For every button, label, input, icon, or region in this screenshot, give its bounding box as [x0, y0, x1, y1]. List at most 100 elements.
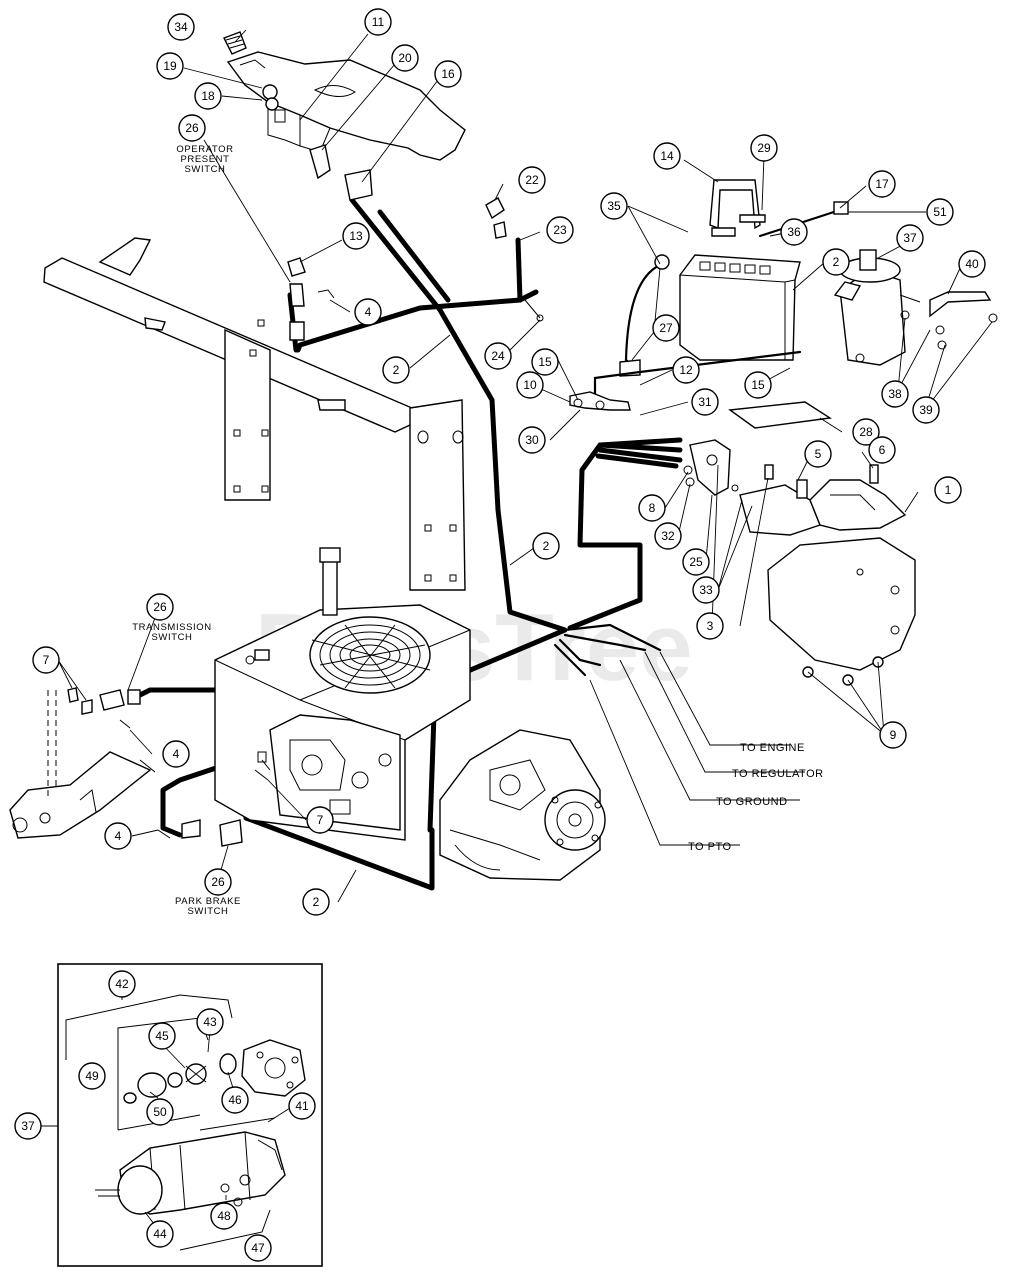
callout-2d: 2: [302, 888, 330, 916]
svg-text:50: 50: [153, 1105, 167, 1119]
callout-13: 13: [342, 222, 370, 250]
callout-27: 27: [652, 314, 680, 342]
callout-20: 20: [391, 44, 419, 72]
callout-4a: 4: [354, 298, 382, 326]
callout-29: 29: [750, 134, 778, 162]
svg-text:35: 35: [607, 199, 621, 213]
callout-44: 44: [146, 1220, 174, 1248]
callout-28: 28: [852, 418, 880, 446]
operator-present-switch-label-3: SWITCH: [184, 164, 225, 175]
park-brake-switch-label-1: PARK BRAKE: [175, 896, 241, 907]
callout-34: 34: [167, 13, 195, 41]
callout-35: 35: [600, 192, 628, 220]
callout-36: 36: [780, 218, 808, 246]
svg-text:51: 51: [933, 205, 947, 219]
callout-37b: 37: [14, 1112, 42, 1140]
wiring-harness: [127, 197, 683, 891]
callout-10: 10: [516, 371, 544, 399]
callout-4b: 4: [162, 740, 190, 768]
park-brake-switch-label-2: SWITCH: [187, 906, 228, 917]
callout-19: 19: [156, 52, 184, 80]
svg-text:7: 7: [43, 653, 50, 667]
svg-text:17: 17: [875, 177, 889, 191]
branch-wires: [553, 623, 805, 846]
svg-text:40: 40: [965, 257, 979, 271]
svg-text:15: 15: [538, 355, 552, 369]
svg-text:42: 42: [115, 977, 129, 991]
svg-text:33: 33: [699, 583, 713, 597]
svg-text:16: 16: [441, 67, 455, 81]
callout-40: 40: [958, 250, 986, 278]
svg-text:13: 13: [349, 229, 363, 243]
callout-47: 47: [244, 1234, 272, 1262]
svg-text:46: 46: [228, 1093, 242, 1107]
callout-3: 3: [696, 612, 724, 640]
callout-5: 5: [804, 440, 832, 468]
callout-15b: 15: [744, 371, 772, 399]
callout-2a: 2: [382, 356, 410, 384]
svg-text:18: 18: [201, 89, 215, 103]
callout-22: 22: [518, 166, 546, 194]
callout-26b: 26: [146, 593, 174, 621]
callout-4c: 4: [104, 822, 132, 850]
svg-text:26: 26: [185, 121, 199, 135]
park-brake-linkage: [9, 690, 156, 839]
to-pto-label: TO PTO: [688, 841, 732, 853]
svg-text:44: 44: [153, 1227, 167, 1241]
callout-30: 30: [518, 426, 546, 454]
svg-text:49: 49: [85, 1069, 99, 1083]
callout-9: 9: [879, 721, 907, 749]
callout-23: 23: [546, 216, 574, 244]
svg-text:7: 7: [317, 813, 324, 827]
svg-text:43: 43: [203, 1015, 217, 1029]
svg-text:1: 1: [945, 483, 952, 497]
svg-text:38: 38: [888, 387, 902, 401]
svg-text:10: 10: [523, 378, 537, 392]
svg-text:4: 4: [115, 829, 122, 843]
callout-15a: 15: [531, 348, 559, 376]
svg-text:2: 2: [393, 363, 400, 377]
svg-text:41: 41: [295, 1099, 309, 1113]
callout-48: 48: [210, 1202, 238, 1230]
svg-text:15: 15: [751, 378, 765, 392]
callout-12: 12: [672, 356, 700, 384]
callout-17: 17: [868, 170, 896, 198]
callout-25: 25: [682, 548, 710, 576]
text-labels: OPERATOR PRESENT SWITCH TRANSMISSION SWI…: [132, 144, 823, 917]
callout-42: 42: [108, 970, 136, 998]
svg-text:32: 32: [661, 529, 675, 543]
callout-43: 43: [196, 1008, 224, 1036]
callout-14: 14: [653, 142, 681, 170]
callout-39: 39: [912, 396, 940, 424]
callout-26a: 26: [178, 114, 206, 142]
callout-1: 1: [934, 476, 962, 504]
callout-7b: 7: [306, 806, 334, 834]
svg-text:34: 34: [174, 20, 188, 34]
transaxle: [439, 729, 606, 881]
svg-text:5: 5: [815, 447, 822, 461]
svg-text:2: 2: [313, 895, 320, 909]
callouts: 34 11 19 20 16 18 26 13 4 22 23 2 24 14 …: [32, 8, 986, 916]
svg-text:2: 2: [543, 539, 550, 553]
starter-motor-top: [833, 249, 998, 366]
callout-49: 49: [78, 1062, 106, 1090]
dash-panel: [226, 51, 466, 161]
svg-text:39: 39: [919, 403, 933, 417]
svg-text:27: 27: [659, 321, 673, 335]
callout-33: 33: [692, 576, 720, 604]
callout-51: 51: [926, 198, 954, 226]
operator-present-switch-label-2: PRESENT: [180, 154, 229, 165]
svg-text:48: 48: [217, 1209, 231, 1223]
callout-50: 50: [146, 1098, 174, 1126]
svg-text:36: 36: [787, 225, 801, 239]
svg-text:20: 20: [398, 51, 412, 65]
to-engine-label: TO ENGINE: [740, 742, 805, 754]
svg-text:14: 14: [660, 149, 674, 163]
callout-11: 11: [364, 8, 392, 36]
callout-45: 45: [148, 1022, 176, 1050]
callout-32: 32: [654, 522, 682, 550]
svg-text:4: 4: [173, 747, 180, 761]
operator-frame: [43, 175, 466, 591]
svg-text:9: 9: [890, 728, 897, 742]
